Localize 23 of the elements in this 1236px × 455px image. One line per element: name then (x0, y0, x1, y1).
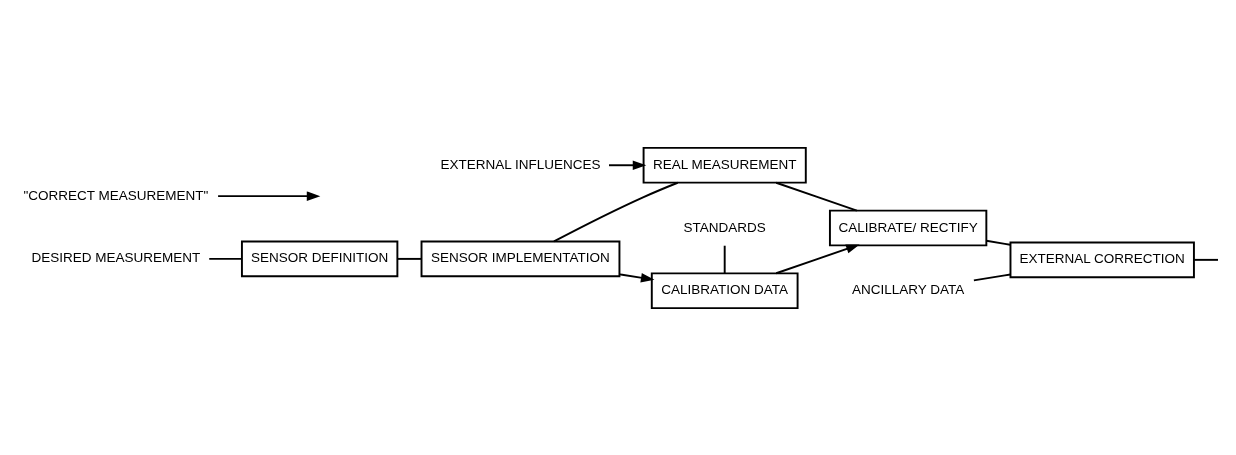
arrow (608, 160, 647, 170)
node-box: SENSOR DEFINITION (240, 240, 399, 277)
connector (1193, 258, 1219, 261)
connector (723, 244, 726, 274)
connector (972, 273, 1012, 281)
connector (985, 239, 1012, 246)
node-text: DESIRED MEASUREMENT (31, 249, 201, 265)
node-box: SENSOR IMPLEMENTATION (420, 240, 621, 277)
arrow (217, 190, 321, 201)
connector (396, 257, 423, 260)
connector (775, 181, 858, 212)
arrow (618, 272, 655, 282)
node-box: EXTERNAL CORRECTION (1009, 241, 1195, 278)
node-box: REAL MEASUREMENT (642, 146, 807, 184)
node-box: CALIBRATE/ RECTIFY (828, 209, 988, 246)
node-box: CALIBRATION DATA (650, 271, 799, 309)
connector (553, 181, 679, 242)
arrow (775, 243, 860, 274)
connector (208, 257, 243, 260)
node-text: EXTERNAL INFLUENCES (440, 156, 601, 172)
node-text: STANDARDS (683, 219, 766, 235)
node-text: ANCILLARY DATA (851, 281, 965, 297)
node-text: "CORRECT MEASUREMENT" (23, 187, 209, 203)
